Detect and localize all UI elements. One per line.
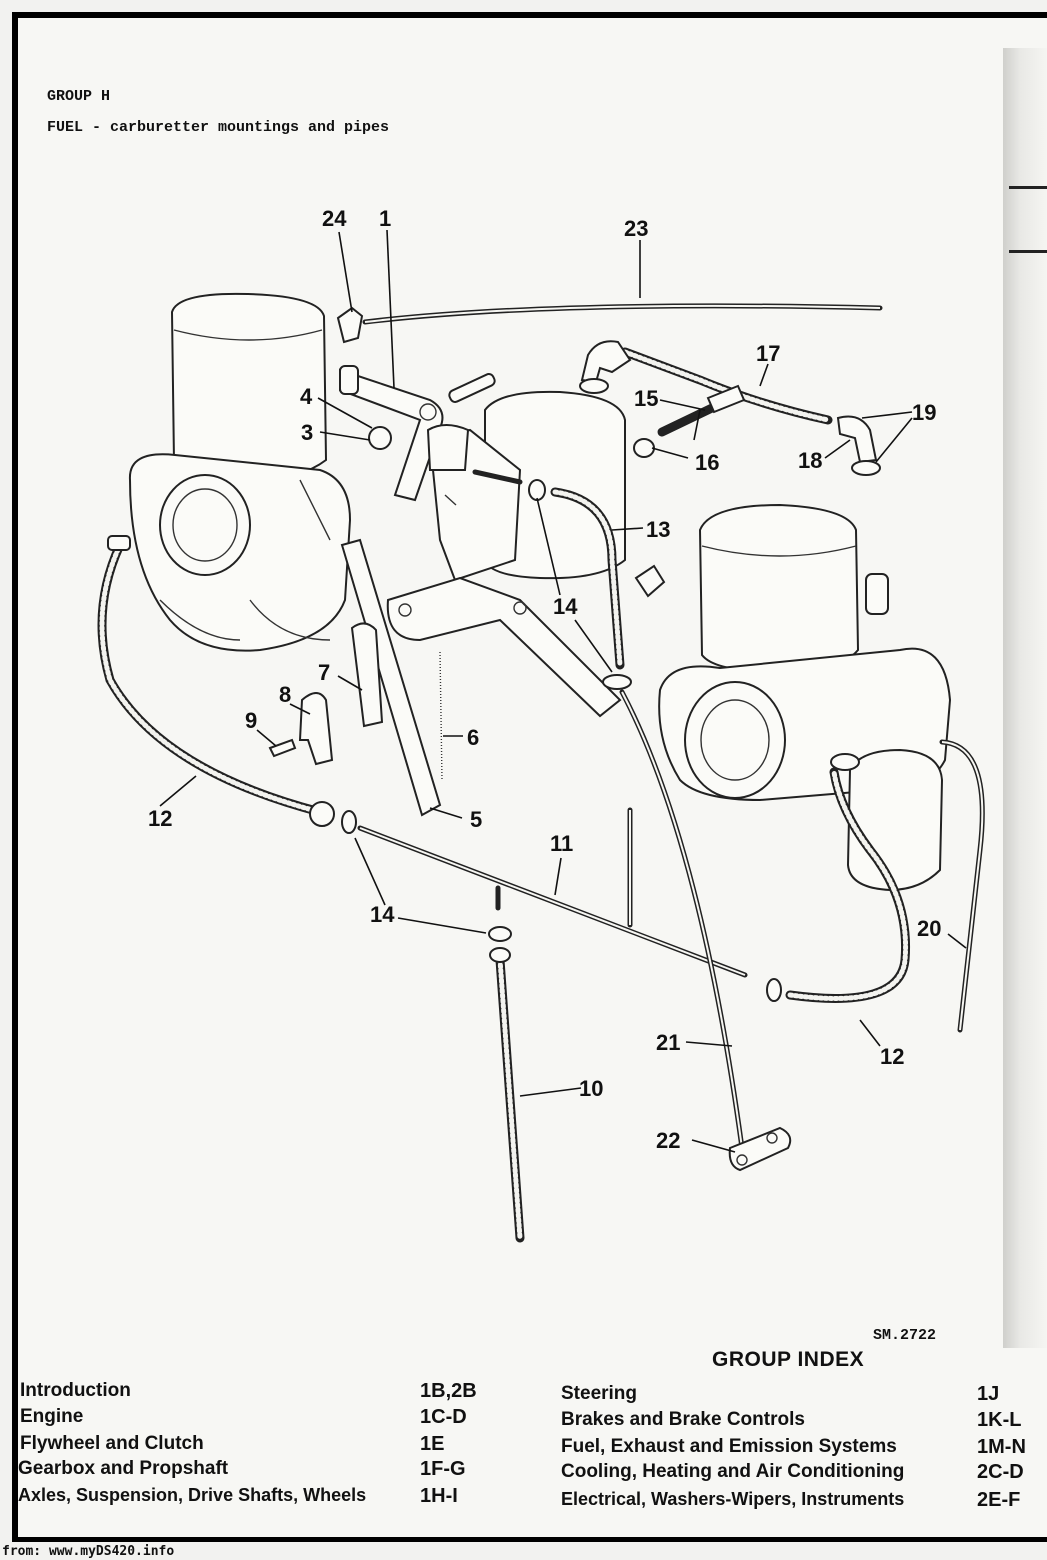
index-label-fuel[interactable]: Fuel, Exhaust and Emission Systems: [561, 1436, 897, 1457]
left-carburetter: [128, 292, 352, 652]
part-19-elbow-left: [580, 340, 632, 384]
index-code-electrical: 2E-F: [977, 1489, 1021, 1511]
index-label-steering[interactable]: Steering: [561, 1383, 638, 1404]
index-label-electrical[interactable]: Electrical, Washers-Wipers, Instruments: [561, 1489, 905, 1509]
part-24-elbow: [336, 306, 364, 344]
callout-10: 10: [579, 1076, 603, 1101]
part-19-clip: [579, 378, 609, 394]
callout-18: 18: [798, 448, 822, 473]
index-label-introduction[interactable]: Introduction: [20, 1380, 131, 1401]
index-label-gearbox[interactable]: Gearbox and Propshaft: [18, 1458, 229, 1479]
callout-22: 22: [656, 1128, 680, 1153]
callout-19: 19: [912, 400, 936, 425]
index-code-cooling: 2C-D: [977, 1461, 1024, 1483]
part-5-stay: [340, 538, 442, 817]
index-label-brakes[interactable]: Brakes and Brake Controls: [561, 1409, 805, 1430]
callout-24: 24: [322, 206, 347, 231]
index-code-engine: 1C-D: [420, 1406, 467, 1428]
callout-13: 13: [646, 517, 670, 542]
part-8-clip: [298, 692, 334, 766]
callout-15: 15: [634, 386, 658, 411]
part-22-bracket: [728, 1126, 792, 1172]
callout-1: 1: [379, 206, 391, 231]
callout-11: 11: [550, 831, 573, 856]
index-code-flywheel: 1E: [420, 1433, 445, 1455]
index-label-engine[interactable]: Engine: [20, 1406, 84, 1427]
part-18-clip: [851, 460, 881, 476]
page-subtitle: FUEL - carburetter mountings and pipes: [47, 119, 390, 136]
index-label-flywheel[interactable]: Flywheel and Clutch: [20, 1433, 204, 1454]
callout-12-right: 12: [880, 1044, 904, 1069]
callout-12-left: 12: [148, 806, 172, 831]
part-19-elbow-right: [836, 415, 878, 464]
callout-20: 20: [917, 916, 941, 941]
callout-6: 6: [467, 725, 479, 750]
callout-4: 4: [300, 384, 313, 409]
index-code-fuel: 1M-N: [977, 1436, 1026, 1458]
index-label-cooling[interactable]: Cooling, Heating and Air Conditioning: [561, 1461, 905, 1482]
index-code-axles: 1H-I: [420, 1485, 458, 1507]
callout-5: 5: [470, 807, 482, 832]
part-4-banjo: [339, 365, 359, 395]
callout-14-upper: 14: [553, 594, 578, 619]
group-heading: GROUP H: [47, 88, 111, 105]
callout-8: 8: [279, 682, 291, 707]
callout-21: 21: [656, 1030, 680, 1055]
right-carburetter: [658, 503, 952, 892]
callout-3: 3: [301, 420, 313, 445]
callout-9: 9: [245, 708, 257, 733]
part-15-hose: [657, 403, 717, 437]
callout-14-lower: 14: [370, 902, 395, 927]
index-code-brakes: 1K-L: [977, 1409, 1022, 1431]
index-label-axles[interactable]: Axles, Suspension, Drive Shafts, Wheels: [18, 1485, 367, 1505]
part-6-spring: [439, 651, 443, 781]
callout-leaders: [159, 229, 967, 1153]
part-13-pump-assembly: [386, 373, 626, 718]
group-index-title: GROUP INDEX: [712, 1348, 865, 1371]
part-1-bracket: [339, 368, 444, 502]
index-code-introduction: 1B,2B: [420, 1380, 477, 1402]
callout-23: 23: [624, 216, 648, 241]
source-footer: from: www.myDS420.info: [2, 1544, 175, 1559]
part-9-screw: [268, 738, 297, 758]
callout-labels: 24 1 23 17 4 3 15 19 16 18 13 14 7 8 9 6…: [148, 206, 941, 1153]
drawing-code: SM.2722: [873, 1327, 937, 1344]
callout-17: 17: [756, 341, 780, 366]
part-3-union: [368, 426, 392, 450]
index-code-steering: 1J: [977, 1383, 1000, 1405]
adjacent-page-edge: [1003, 48, 1047, 1348]
callout-7: 7: [318, 660, 330, 685]
callout-16: 16: [695, 450, 719, 475]
part-16-clip: [633, 438, 655, 458]
part-7-strap: [350, 622, 384, 728]
index-code-gearbox: 1F-G: [420, 1458, 466, 1480]
